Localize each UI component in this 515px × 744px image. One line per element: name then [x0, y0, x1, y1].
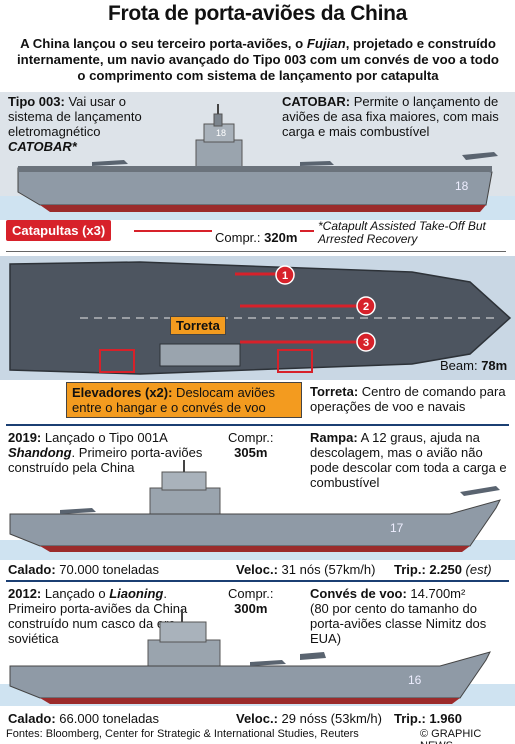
liaoning-waterline [40, 698, 460, 704]
fujian-deck-aircraft [92, 152, 498, 166]
credit: © GRAPHIC NEWS [420, 728, 482, 744]
fujian-waterline [40, 205, 486, 212]
liaoning-hull [9, 651, 491, 699]
liaoning-hull-number: 16 [408, 673, 422, 687]
fujian-beam: Beam: 78m [440, 358, 508, 373]
fujian-side-ship: 18 18 [17, 104, 498, 212]
fujian-hull [17, 167, 493, 206]
page-subtitle: A China lançou o seu terceiro porta-aviõ… [17, 36, 499, 83]
shandong-crew: Trip.: 2.250 (est) [394, 562, 492, 577]
liaoning-draft: Calado: 66.000 toneladas [8, 711, 160, 726]
turret-label: Torreta [170, 316, 226, 335]
fujian-island [195, 104, 243, 169]
elevator-2 [277, 349, 313, 373]
flight-deck-note: Convés de voo: 14.700m²(80 por cento do … [310, 586, 487, 646]
shandong-speed: Veloc.: 31 nós (57km/h) [236, 562, 376, 577]
liaoning-crew: Trip.: 1.960 [394, 711, 462, 726]
fujian-flight-deck-edge [18, 166, 492, 172]
flight-deck [9, 261, 512, 375]
shandong-hull [9, 499, 501, 547]
svg-text:1: 1 [282, 270, 288, 282]
catapults-label: Catapultas (x3) [6, 220, 112, 241]
catapult-number-2: 2 [356, 296, 376, 316]
catobar-note: CATOBAR: Permite o lançamento de aviões … [282, 94, 499, 139]
shandong-waterline [40, 546, 470, 552]
shandong-deck-aircraft [60, 486, 500, 514]
catapult-number-3: 3 [356, 332, 376, 352]
shandong-hull-number: 17 [390, 521, 404, 535]
turret-island-top [159, 343, 241, 367]
liaoning-intro: 2012: Lançado o Liaoning. Primeiro porta… [8, 586, 188, 646]
shandong-intro: 2019: Lançado o Tipo 001A Shandong. Prim… [8, 430, 203, 475]
liaoning-side-ship: 16 [9, 610, 491, 704]
fujian-hull-number: 18 [455, 179, 469, 193]
liaoning-island [147, 610, 221, 667]
shandong-length: Compr.:305m [228, 430, 274, 460]
type-003-note: Tipo 003: Vai usar o sistema de lançamen… [8, 94, 142, 154]
liaoning-speed: Veloc.: 29 nóss (53km/h) [236, 711, 382, 726]
svg-text:2: 2 [363, 301, 369, 313]
page-title: Frota de porta-aviões da China [107, 2, 408, 25]
turret-note: Torreta: Centro de comando para operaçõe… [310, 384, 506, 414]
liaoning-length: Compr.:300m [228, 586, 274, 616]
fujian-length-line [6, 251, 506, 252]
shandong-island [149, 460, 221, 515]
elevators-note: Elevadores (x2): Deslocam aviões entre o… [66, 382, 302, 418]
elevator-1 [99, 349, 135, 373]
fujian-top-deck: 1 2 3 [9, 261, 512, 375]
divider-1 [6, 424, 509, 426]
sources: Fontes: Bloomberg, Center for Strategic … [6, 728, 359, 740]
shandong-side-ship: 17 [9, 460, 501, 552]
shandong-draft: Calado: 70.000 toneladas [8, 562, 160, 577]
divider-2 [6, 580, 509, 582]
subtitle-ship-name: Fujian [306, 36, 346, 51]
svg-text:3: 3 [363, 337, 369, 349]
liaoning-deck-aircraft [250, 652, 326, 666]
ramp-note: Rampa: A 12 graus, ajuda na descolagem, … [310, 430, 507, 490]
catobar-footnote: *Catapult Assisted Take-Off But Arrested… [318, 219, 486, 246]
catapult-number-1: 1 [275, 265, 295, 285]
fujian-length: Compr.: 320m [212, 230, 301, 245]
fujian-island-number: 18 [216, 128, 226, 138]
